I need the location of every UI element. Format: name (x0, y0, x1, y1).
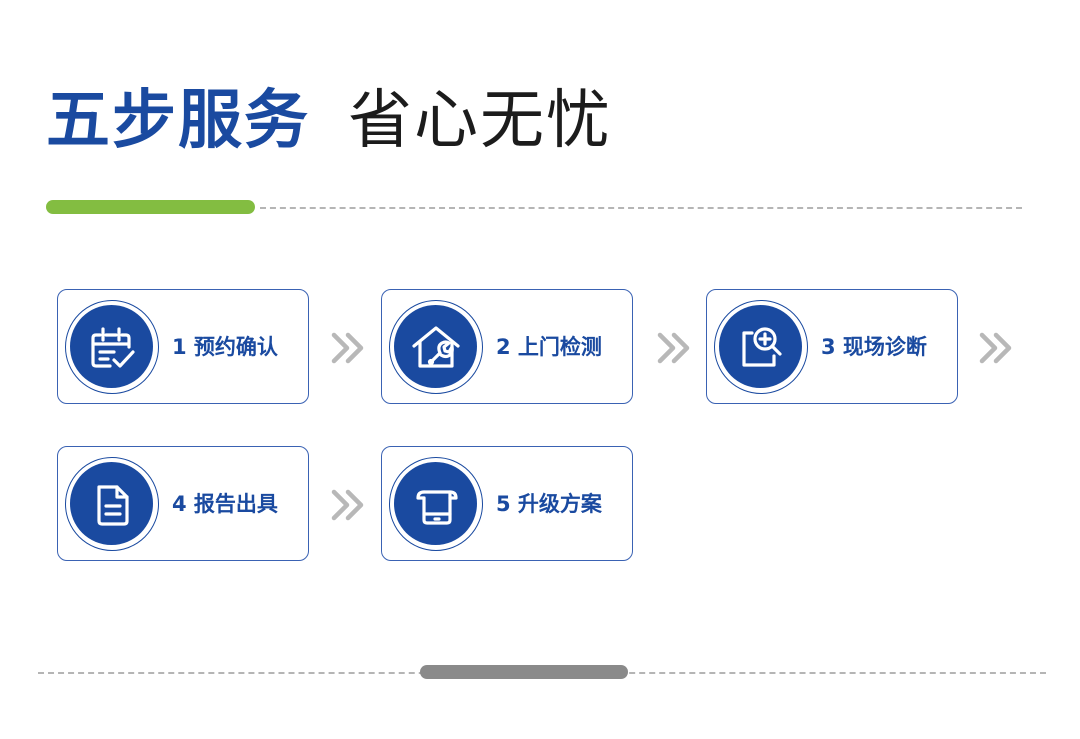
title-light: 省心无忧 (348, 84, 612, 158)
step-badge (389, 300, 483, 394)
step-badge (65, 300, 159, 394)
dashed-line (260, 207, 1022, 209)
calendar-check-icon (90, 326, 135, 368)
top-divider (46, 200, 1022, 214)
step-label: 1 预约确认 (172, 335, 278, 359)
tablet-scroll-icon (415, 489, 458, 525)
bottom-divider (38, 664, 1046, 680)
step-label: 3 现场诊断 (821, 335, 927, 359)
chevron-right-icon (331, 489, 364, 521)
step-card-1[interactable]: 1 预约确认 (57, 289, 309, 404)
chevron-right-icon (657, 332, 690, 364)
magnify-plus-icon (741, 326, 782, 367)
chevron-right-icon (331, 332, 364, 364)
document-icon (96, 484, 129, 526)
step-badge (65, 457, 159, 551)
title-bold: 五步服务 (46, 84, 310, 158)
step-card-3[interactable]: 3 现场诊断 (706, 289, 958, 404)
house-wrench-icon (411, 325, 460, 368)
scroll-indicator[interactable] (420, 665, 628, 679)
step-card-4[interactable]: 4 报告出具 (57, 446, 309, 561)
step-card-2[interactable]: 2 上门检测 (381, 289, 633, 404)
step-label: 5 升级方案 (496, 492, 602, 516)
step-label: 2 上门检测 (496, 335, 602, 359)
step-badge (389, 457, 483, 551)
step-card-5[interactable]: 5 升级方案 (381, 446, 633, 561)
step-badge (714, 300, 808, 394)
green-accent-bar (46, 200, 255, 214)
step-label: 4 报告出具 (172, 492, 278, 516)
page-title: 五步服务 省心无忧 (46, 70, 612, 160)
chevron-right-icon (979, 332, 1012, 364)
